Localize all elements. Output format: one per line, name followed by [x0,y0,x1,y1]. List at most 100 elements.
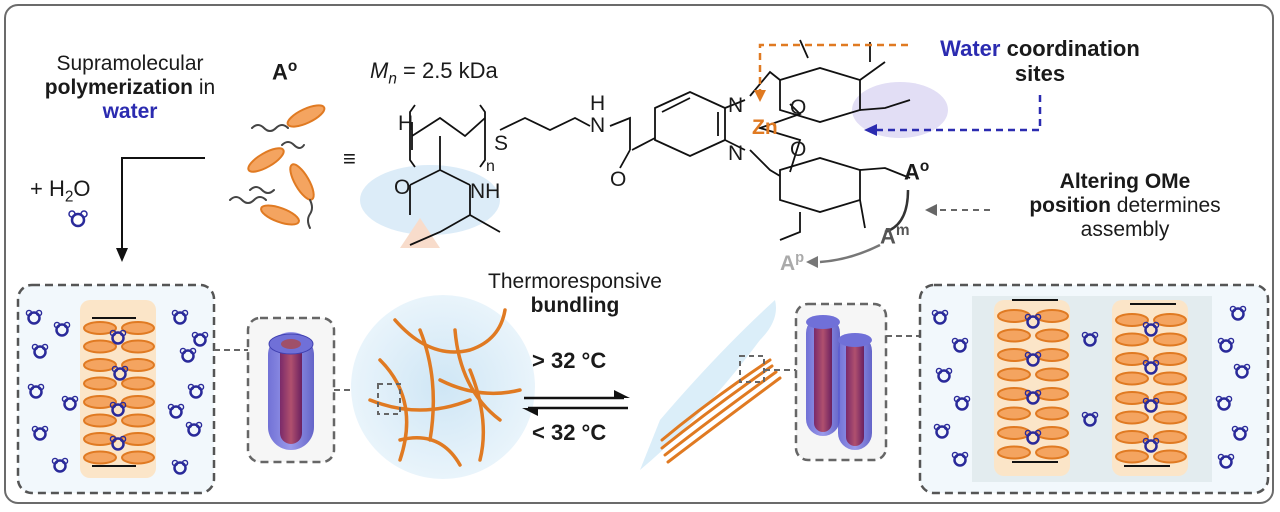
monomer-disc [1115,449,1149,464]
atom-Zn: Zn [752,116,778,139]
monomer-disc [1115,332,1149,347]
thermo-line2: bundling [530,294,620,318]
dispersed-fibers [351,295,535,479]
monomer-disc [997,367,1031,382]
am-sup: m [895,222,910,239]
monomer-disc [83,339,117,354]
am-side-label: Am [880,222,910,249]
water-molecule [1081,411,1099,427]
monomer-disc [1035,328,1069,343]
atom-O1: O [790,96,807,119]
monomer-disc [997,328,1031,343]
figure-frame [4,4,1274,504]
left-line3: water [102,100,158,124]
monomer-disc [1153,313,1187,327]
monomer-disc [121,395,155,409]
monomer-disc [1035,406,1069,421]
altering-line2-rest: determines [1110,194,1221,218]
water-molecule [1142,359,1160,375]
water-molecule [1142,397,1160,413]
atom-S: S [494,132,509,155]
ao-side-label: Ao [904,158,929,185]
water-molecule [191,331,209,347]
ao-sup: o [919,158,930,175]
monomer-disc [121,376,155,391]
monomer-disc [1115,391,1149,405]
monomer-disc [1115,352,1149,366]
water-molecule [951,337,969,353]
water-molecule [1217,337,1235,353]
altering-line3: assembly [1080,218,1170,242]
ap-sup: p [795,250,805,266]
left-line1: Supramolecular [56,52,204,75]
water-molecule [951,451,969,467]
monomer-disc [1153,371,1187,386]
temp-above: > 32 °C [532,348,607,373]
monomer-disc [83,395,117,409]
altering-line2-bold: position [1029,194,1111,218]
ap-side-label: Ap [780,250,804,276]
atom-NH-top: H [590,92,606,115]
water-molecule [1142,437,1160,453]
water-molecule [1024,429,1042,445]
monomer-disc [121,358,155,372]
monomer-disc [997,406,1031,421]
monomer-disc [83,432,117,446]
water-molecule [1231,425,1249,441]
water-site-arrow-blue [864,95,1042,136]
altering-label: Altering OMe position determines assembl… [990,170,1260,242]
water-molecule [187,383,205,399]
atom-N1: N [728,94,744,117]
monomer-disc [1153,352,1187,366]
water-molecule [953,395,971,411]
water-molecule [61,395,79,411]
mn-rest: = 2.5 kDa [396,58,498,83]
monomer-disc [1115,313,1149,327]
water-molecule [1233,363,1251,379]
bundled-fibers [640,300,796,470]
thermo-line1: Thermoresponsive [488,270,662,293]
water-sites-rest: coordination [1000,36,1140,61]
monomer-disc [1153,410,1187,425]
mn-label: Mn = 2.5 kDa [370,58,498,88]
water-molecule [1081,331,1099,347]
monomer-disc [1035,445,1069,460]
monomer-disc [997,445,1031,460]
water-molecule [51,457,69,473]
water-molecule [111,365,129,381]
equivalence-symbol: ≡ [343,146,356,171]
ap-base: A [780,252,796,275]
water-molecule-icon [68,210,88,228]
atom-N-top: N [590,114,606,137]
water-add-prefix: + H [30,176,65,201]
water-molecule [1024,389,1042,405]
water-sites-line1: Water coordination [915,36,1165,61]
monomer-disc [1115,430,1149,444]
mn-sub: n [388,70,397,88]
atom-O-amide: O [610,168,627,191]
left-description: Supramolecular polymerization in water [40,52,220,124]
water-molecule [185,421,203,437]
monomer-disc [1153,449,1187,464]
water-add-label: + H2O [30,176,91,206]
water-molecule [1229,305,1247,321]
chemical-structure [360,39,948,248]
monomer-disc [1153,391,1187,405]
water-molecule [27,383,45,399]
monomer-disc [83,358,117,372]
monomer-label: Ao [272,58,297,85]
water-add-suffix: O [73,176,91,201]
water-molecule [1217,453,1235,469]
monomer-disc [121,321,155,335]
water-sites-label: Water coordination sites [915,36,1165,87]
monomer-disc [1035,367,1069,382]
right-water-molecules [931,305,1251,469]
water-sites-line2: sites [1014,61,1066,87]
altering-line1: Altering OMe [1059,170,1191,193]
water-add-sub: 2 [64,188,74,206]
water-molecule [935,367,953,383]
water-molecule [25,309,43,325]
monomer-disc [83,413,117,428]
atom-H: H [398,112,414,135]
altering-line2: position determines [990,194,1260,218]
